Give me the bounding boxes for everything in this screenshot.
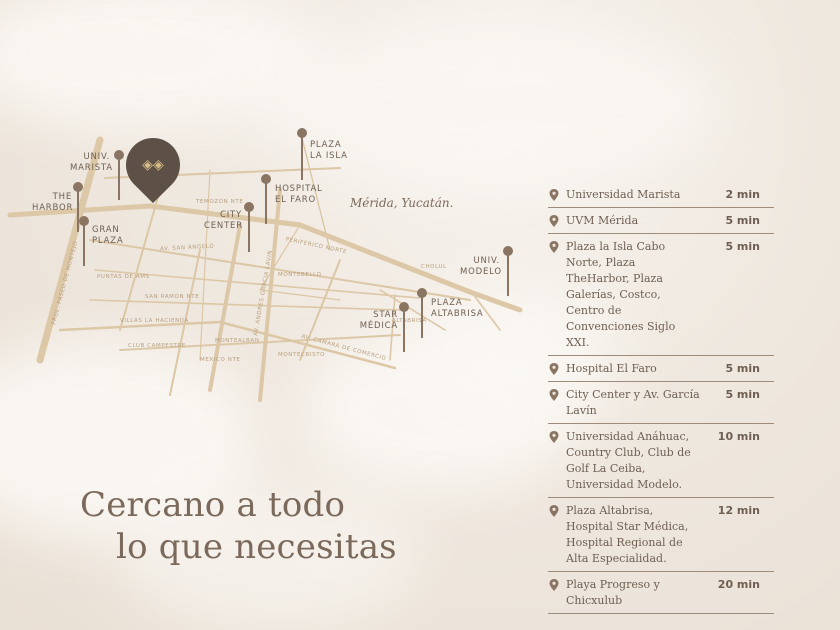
- list-item-time: 5 min: [725, 240, 760, 253]
- street-label: CHOLUL: [421, 264, 447, 270]
- list-item: City Center y Av. García Lavín 5 min: [548, 382, 774, 424]
- list-item: Hospital El Faro 5 min: [548, 356, 774, 382]
- poi-label-hospital-el-faro: HOSPITAL EL FARO: [275, 184, 323, 205]
- list-item-place: UVM Mérida: [566, 214, 639, 227]
- pin-the-harbor: [73, 182, 83, 232]
- pin-plaza-la-isla: [297, 128, 307, 180]
- list-item-place: Playa Progreso y Chicxulub: [566, 578, 660, 607]
- street-label: MONTECRISTO: [278, 352, 326, 358]
- poi-label-star-medica: STAR MÉDICA: [359, 310, 398, 331]
- distance-list: Universidad Marista 2 min UVM Mérida 5 m…: [548, 182, 774, 614]
- list-item: Plaza la Isla Cabo Norte, Plaza TheHarbo…: [548, 234, 774, 356]
- poi-label-plaza-altabrisa: PLAZA ALTABRISA: [431, 298, 484, 319]
- pin-plaza-altabrisa: [417, 288, 427, 338]
- street-label: TEMOZON NTE: [196, 199, 244, 205]
- list-item-time: 12 min: [717, 504, 760, 517]
- street-label: PUNTAS DE AMS: [97, 274, 150, 280]
- street-label: MEXICO NTE: [200, 357, 241, 363]
- street-label: SAN RAMON NTE: [145, 294, 200, 300]
- map-pin-icon: [549, 215, 559, 227]
- street-label: MONTEBELLO: [278, 272, 322, 278]
- list-item-place: City Center y Av. García Lavín: [566, 388, 700, 417]
- poi-label-univ-marista: UNIV. MARISTA: [70, 152, 113, 173]
- list-item-time: 5 min: [725, 362, 760, 375]
- headline-line-2: lo que necesitas: [116, 527, 397, 567]
- poi-label-the-harbor: THE HARBOR: [32, 192, 74, 213]
- map-pin-icon: [549, 363, 559, 375]
- list-item-time: 2 min: [725, 188, 760, 201]
- pin-univ-marista: [114, 150, 124, 200]
- headline-line-1: Cercano a todo: [80, 485, 346, 525]
- street-label: MONTEALBAN: [215, 338, 260, 344]
- pin-star-medica: [399, 302, 409, 352]
- map-pin-icon: [549, 579, 559, 591]
- poi-label-city-center: CITY CENTER: [204, 210, 243, 231]
- city-label: Mérida, Yucatán.: [350, 196, 454, 210]
- list-item-place: Plaza Altabrisa, Hospital Star Médica, H…: [566, 504, 689, 565]
- pin-city-center: [244, 202, 254, 252]
- poi-label-univ-modelo: UNIV. MODELO: [460, 256, 502, 277]
- list-item-place: Hospital El Faro: [566, 362, 657, 375]
- list-item: Playa Progreso y Chicxulub 20 min: [548, 572, 774, 614]
- list-item-time: 5 min: [725, 388, 760, 401]
- list-item-place: Universidad Marista: [566, 188, 681, 201]
- street-map: [7, 129, 523, 402]
- list-item-time: 20 min: [717, 578, 760, 591]
- street-label: CLUB CAMPESTRE: [128, 343, 186, 349]
- map-pin-icon: [549, 431, 559, 443]
- brand-mark: ◈◈: [142, 157, 164, 173]
- street-label: VILLAS LA HACIENDA: [120, 318, 189, 324]
- cloud: [420, 280, 620, 420]
- list-item-time: 10 min: [717, 430, 760, 443]
- poi-label-gran-plaza: GRAN PLAZA: [92, 225, 124, 246]
- map-pin-icon: [549, 389, 559, 401]
- page-title: Cercano a todo lo que necesitas: [80, 484, 397, 568]
- map-pin-icon: [549, 505, 559, 517]
- list-item-time: 5 min: [725, 214, 760, 227]
- cloud: [120, 480, 420, 630]
- list-item-place: Plaza la Isla Cabo Norte, Plaza TheHarbo…: [566, 240, 676, 349]
- cloud: [260, 20, 720, 190]
- list-item-place: Universidad Anáhuac, Country Club, Club …: [566, 430, 691, 491]
- pin-univ-modelo: [503, 246, 513, 296]
- street-label: ALTABRISA: [392, 318, 427, 324]
- list-item: Universidad Anáhuac, Country Club, Club …: [548, 424, 774, 498]
- pin-hospital-el-faro: [261, 174, 271, 224]
- map-pin-icon: [549, 189, 559, 201]
- poi-label-plaza-la-isla: PLAZA LA ISLA: [310, 140, 348, 161]
- map-pin-icon: [549, 241, 559, 253]
- pin-gran-plaza: [79, 216, 89, 266]
- list-item: Universidad Marista 2 min: [548, 182, 774, 208]
- list-item: UVM Mérida 5 min: [548, 208, 774, 234]
- list-item: Plaza Altabrisa, Hospital Star Médica, H…: [548, 498, 774, 572]
